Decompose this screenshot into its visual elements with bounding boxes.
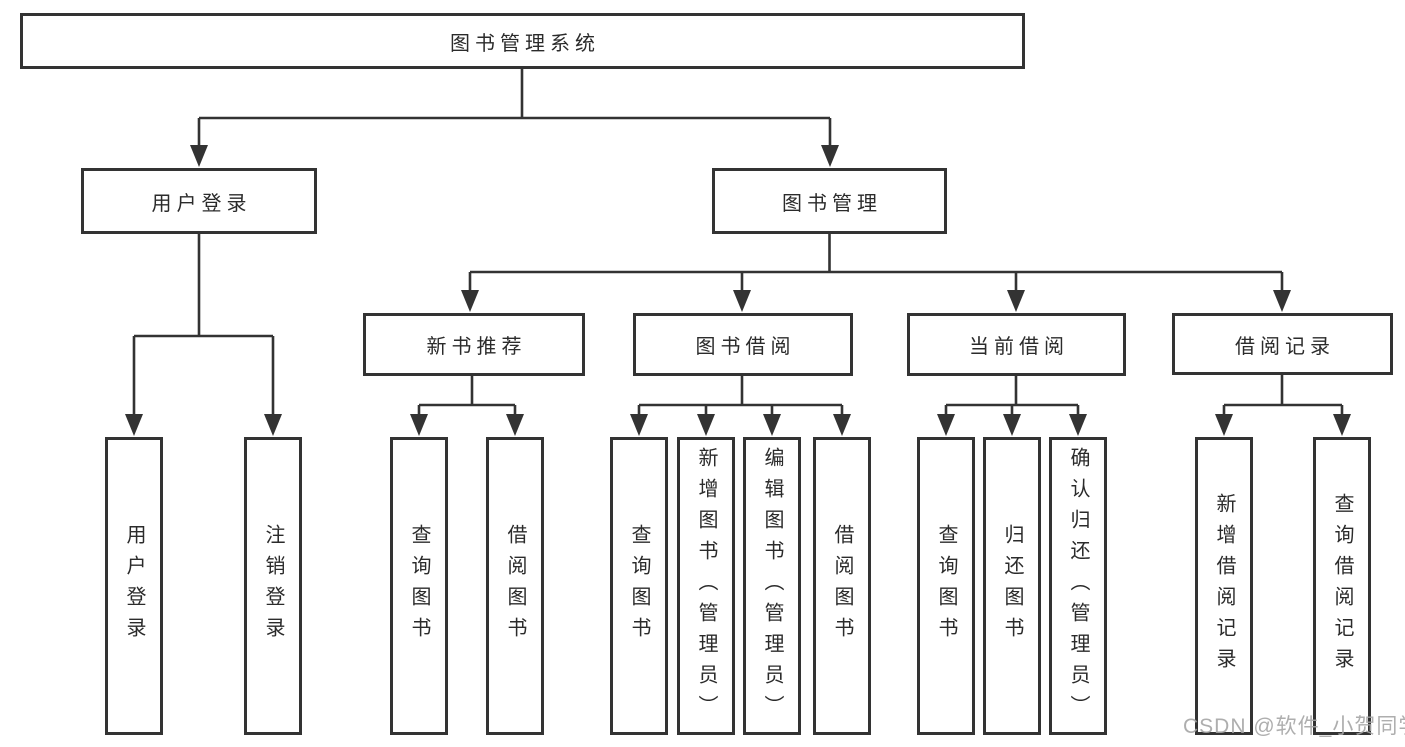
borrowing-leaf-borrow-books: 借阅图书 xyxy=(813,437,871,735)
current-leaf-return-books: 归还图书 xyxy=(983,437,1041,735)
records-leaf-add-record-label: 新增借阅记录 xyxy=(1213,493,1235,679)
new-book-leaf-query-books: 查询图书 xyxy=(390,437,448,735)
node-library-system: 图书管理系统 xyxy=(20,13,1025,69)
borrowing-leaf-edit-books-admin: 编辑图书（管理员） xyxy=(743,437,801,735)
csdn-watermark: CSDN @软件_小贺同学 xyxy=(1183,715,1405,738)
current-leaf-query-books: 查询图书 xyxy=(917,437,975,735)
records-leaf-query-record: 查询借阅记录 xyxy=(1313,437,1371,735)
borrowing-leaf-query-books-label: 查询图书 xyxy=(628,524,650,648)
node-book-borrowing: 图书借阅 xyxy=(633,313,853,376)
arrowheads xyxy=(125,145,1351,436)
node-user-login-label: 用户登录 xyxy=(151,192,252,215)
node-library-system-label: 图书管理系统 xyxy=(450,32,600,55)
node-current-borrowing: 当前借阅 xyxy=(907,313,1126,376)
borrowing-leaf-edit-books-admin-label: 编辑图书（管理员） xyxy=(761,446,783,726)
current-leaf-return-books-label: 归还图书 xyxy=(1001,524,1023,648)
node-new-book-recommend: 新书推荐 xyxy=(363,313,585,376)
node-book-management-label: 图书管理 xyxy=(782,192,882,215)
node-user-login: 用户登录 xyxy=(81,168,317,234)
leaf-logout: 注销登录 xyxy=(244,437,302,735)
borrowing-leaf-add-books-admin-label: 新增图书（管理员） xyxy=(695,446,717,726)
new-book-leaf-query-books-label: 查询图书 xyxy=(408,524,430,648)
records-leaf-query-record-label: 查询借阅记录 xyxy=(1331,493,1353,679)
node-book-borrowing-label: 图书借阅 xyxy=(695,336,796,358)
node-borrowing-records-label: 借阅记录 xyxy=(1235,335,1335,358)
node-current-borrowing-label: 当前借阅 xyxy=(969,336,1069,358)
new-book-leaf-borrow-books-label: 借阅图书 xyxy=(504,524,526,648)
current-leaf-confirm-return-admin-label: 确认归还（管理员） xyxy=(1067,446,1089,726)
node-borrowing-records: 借阅记录 xyxy=(1172,313,1393,375)
borrowing-leaf-add-books-admin: 新增图书（管理员） xyxy=(677,437,735,735)
leaf-user-login: 用户登录 xyxy=(105,437,163,735)
node-book-management: 图书管理 xyxy=(712,168,947,234)
node-new-book-recommend-label: 新书推荐 xyxy=(426,336,527,358)
leaf-user-login-label: 用户登录 xyxy=(123,524,145,648)
borrowing-leaf-borrow-books-label: 借阅图书 xyxy=(831,524,853,648)
borrowing-leaf-query-books: 查询图书 xyxy=(610,437,668,735)
records-leaf-add-record: 新增借阅记录 xyxy=(1195,437,1253,735)
new-book-leaf-borrow-books: 借阅图书 xyxy=(486,437,544,735)
leaf-logout-label: 注销登录 xyxy=(262,524,284,648)
current-leaf-query-books-label: 查询图书 xyxy=(935,524,957,648)
current-leaf-confirm-return-admin: 确认归还（管理员） xyxy=(1049,437,1107,735)
